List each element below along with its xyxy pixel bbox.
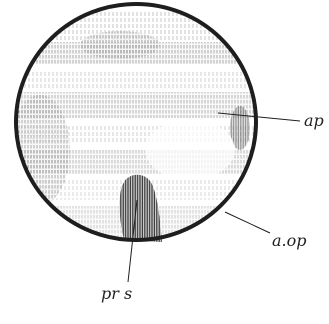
- leader-line-ap: [217, 112, 301, 122]
- label-aop: a.op: [272, 231, 307, 250]
- label-prs: pr s: [101, 284, 132, 303]
- field-outline: [14, 2, 258, 242]
- leader-line-aop: [224, 211, 271, 234]
- label-ap: ap: [304, 111, 324, 130]
- leader-line-prs: [127, 199, 138, 283]
- prominence-shape: [119, 174, 162, 242]
